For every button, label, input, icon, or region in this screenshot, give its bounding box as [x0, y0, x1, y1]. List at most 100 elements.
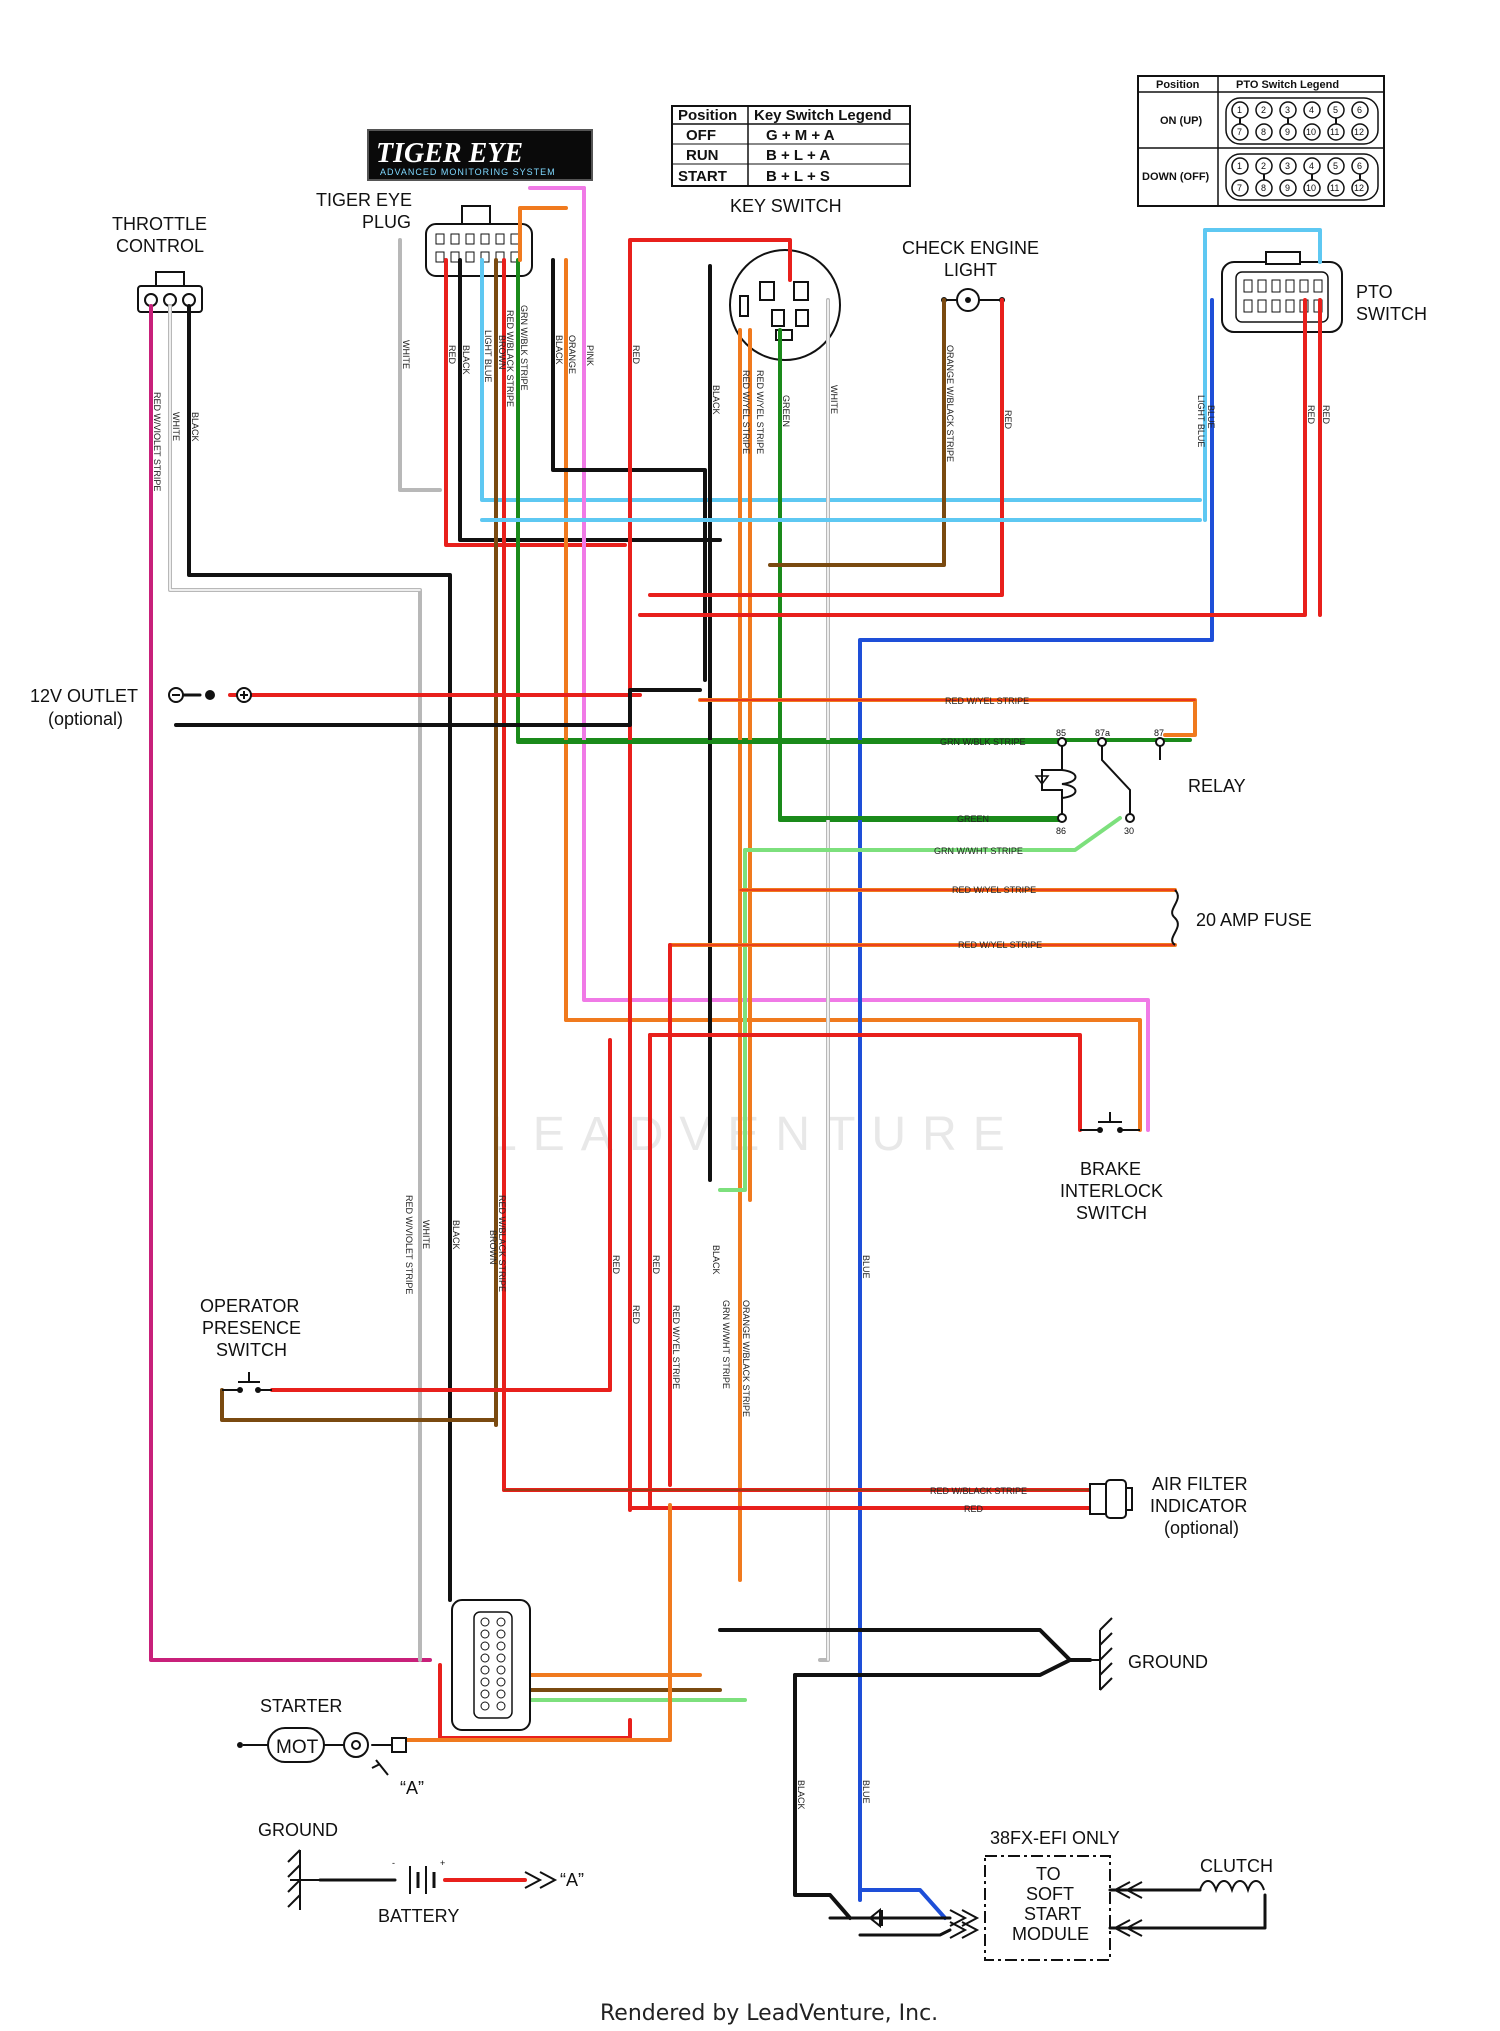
pto-legend-pin	[1231, 179, 1249, 197]
plug-pin	[480, 233, 490, 245]
wire-label-red-lower-1: RED	[611, 1255, 621, 1275]
module-pin	[496, 1677, 506, 1687]
throttle-control-connector	[137, 271, 203, 313]
wire-label-red-violet-lower: RED W/VIOLET STRIPE	[404, 1195, 414, 1294]
module-pin	[480, 1653, 490, 1663]
wire-label-red-violet: RED W/VIOLET STRIPE	[152, 392, 162, 491]
pto-legend-pin-label: 1	[1237, 105, 1242, 115]
pto-legend-pin-label: 11	[1330, 127, 1339, 137]
starter-symbol: MOT	[237, 1727, 407, 1776]
plug-pin	[465, 251, 475, 263]
module-pin	[496, 1653, 506, 1663]
pto-legend-pin	[1327, 157, 1345, 175]
operator-presence-symbol	[222, 1372, 272, 1393]
pto-legend-pin-label: 9	[1285, 127, 1290, 137]
pto-legend-pin-label: 9	[1285, 183, 1290, 193]
outlet-12v-label-2: (optional)	[48, 709, 123, 729]
module-pin	[480, 1701, 490, 1711]
pto-legend-pin-label: 8	[1261, 183, 1266, 193]
pto-legend-pin-label: 12	[1354, 183, 1364, 193]
key-legend-row-start-value: B + L + S	[766, 168, 830, 185]
plug-pin	[450, 251, 460, 263]
wire-label-relay-grn-blk: GRN W/BLK STRIPE	[940, 737, 1026, 747]
pto-legend-row-down: DOWN (OFF)	[1142, 171, 1210, 183]
key-legend-row-off: OFF	[686, 127, 716, 144]
pto-legend-pin-label: 6	[1357, 161, 1362, 171]
pto-switch-connector	[1221, 251, 1343, 333]
soft-start-label-2: SOFT	[1026, 1884, 1074, 1904]
logo-sub-text: ADVANCED MONITORING SYSTEM	[380, 167, 556, 177]
pto-legend-pin	[1351, 123, 1369, 141]
pto-switch-pin	[1299, 279, 1309, 293]
wire-label-brown-plug: BROWN	[497, 335, 507, 370]
check-engine-label-1: CHECK ENGINE	[902, 238, 1039, 258]
module-pin	[480, 1641, 490, 1651]
module-pin	[496, 1629, 506, 1639]
air-filter-label-3: (optional)	[1164, 1518, 1239, 1538]
battery-symbol: - +	[392, 1858, 558, 1894]
soft-start-label-1: TO	[1036, 1864, 1061, 1884]
key-legend-row-run-value: B + L + A	[766, 147, 830, 164]
check-engine-label-2: LIGHT	[944, 260, 997, 280]
pto-legend-pin	[1303, 101, 1321, 119]
brake-interlock-label-3: SWITCH	[1076, 1203, 1147, 1223]
pto-switch-pin	[1313, 279, 1323, 293]
wire-label-pink: PINK	[585, 345, 595, 366]
pto-switch-pin	[1285, 299, 1295, 313]
brake-interlock-symbol	[1080, 1112, 1140, 1133]
key-legend-header-position: Position	[678, 107, 737, 124]
pto-legend-pin	[1351, 101, 1369, 119]
module-pin	[496, 1617, 506, 1627]
pto-legend-pin-label: 4	[1309, 105, 1314, 115]
tiger-eye-plug-label-1: TIGER EYE	[316, 190, 412, 210]
wire-label-relay-red-yel: RED W/YEL STRIPE	[945, 696, 1029, 706]
ground-right-symbol	[1090, 1617, 1113, 1691]
pto-legend-pin-label: 7	[1237, 183, 1242, 193]
pto-legend-pin-label: 5	[1333, 161, 1338, 171]
module-pin	[496, 1701, 506, 1711]
pto-legend-pin-label: 1	[1237, 161, 1242, 171]
wire-label-light-blue-pto: LIGHT BLUE	[1196, 395, 1206, 447]
outlet-12v-label-1: 12V OUTLET	[30, 686, 138, 706]
pto-switch-label-1: PTO	[1356, 282, 1393, 302]
footer-credit: Rendered by LeadVenture, Inc.	[600, 2001, 938, 2026]
pto-legend-header-legend: PTO Switch Legend	[1236, 79, 1339, 91]
wire-label-air-filter-red-black: RED W/BLACK STRIPE	[930, 1486, 1027, 1496]
wire-label-red-pto-2: RED	[1321, 405, 1331, 425]
wire-label-red-cel: RED	[1003, 410, 1013, 430]
pto-legend-pin-label: 3	[1285, 161, 1290, 171]
wire-label-white-throttle: WHITE	[171, 412, 181, 441]
logo-main-text: TIGER EYE	[376, 138, 523, 169]
key-switch-label: KEY SWITCH	[730, 196, 842, 216]
wire-label-black-lower: BLACK	[451, 1220, 461, 1250]
wire-label-black-plug-2: BLACK	[554, 335, 564, 365]
wire-label-fuse-red-yel-1: RED W/YEL STRIPE	[952, 885, 1036, 895]
relay-pin-85: 85	[1056, 728, 1066, 738]
wire-label-blue-bottom: BLUE	[861, 1780, 871, 1804]
relay-symbol	[1034, 737, 1165, 823]
pto-switch-pin	[1243, 299, 1253, 313]
pto-legend-pin	[1279, 157, 1297, 175]
watermark: LEADVENTURE	[490, 1108, 1021, 1161]
plug-pin	[495, 251, 505, 263]
pto-legend-pin-label: 11	[1330, 183, 1339, 193]
pto-legend-pin-label: 10	[1306, 127, 1316, 137]
wire-label-green-key: GREEN	[781, 395, 791, 427]
pto-switch-pin	[1257, 279, 1267, 293]
pto-switch-pin	[1271, 299, 1281, 313]
wire-label-red-plug: RED	[447, 345, 457, 365]
clutch-label: CLUTCH	[1200, 1856, 1273, 1876]
pto-legend-pin-label: 5	[1333, 105, 1338, 115]
key-switch-legend-table: Position Key Switch Legend OFF G + M + A…	[671, 105, 911, 187]
plug-pin	[465, 233, 475, 245]
pto-legend-pin	[1327, 179, 1345, 197]
wire-label-black-key: BLACK	[711, 385, 721, 415]
wire-label-orange-black: ORANGE W/BLACK STRIPE	[945, 345, 955, 462]
wire-label-red-yel-key-2: RED W/YEL STRIPE	[755, 370, 765, 454]
wire-label-blue-lower: BLUE	[861, 1255, 871, 1279]
throttle-control-label-2: CONTROL	[116, 236, 204, 256]
wire-label-white-plug: WHITE	[401, 340, 411, 369]
plug-pin	[510, 233, 520, 245]
controller-module	[451, 1599, 531, 1731]
